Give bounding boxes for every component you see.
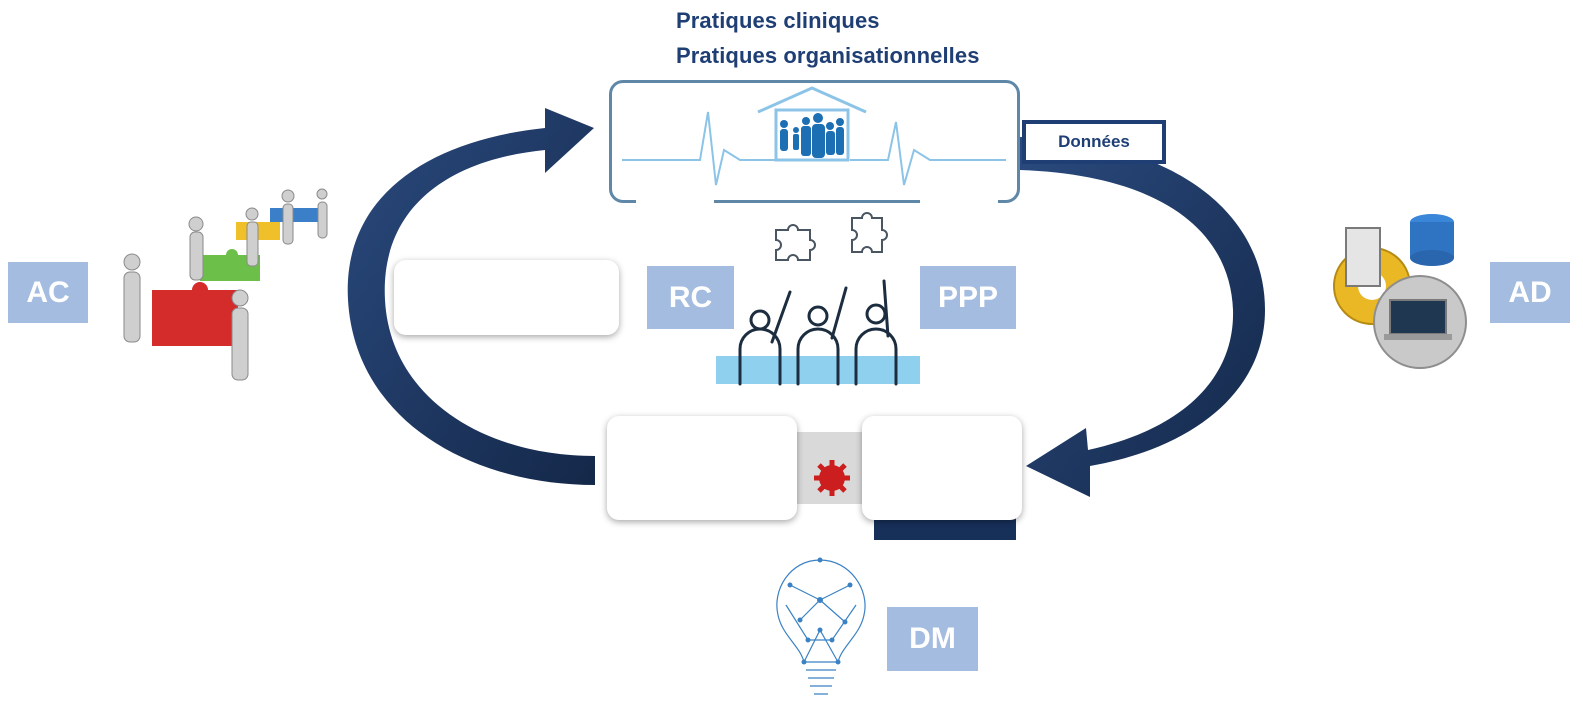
label-dm: DM bbox=[887, 607, 978, 671]
right-cycle-arrow bbox=[1020, 137, 1265, 497]
title-organizational-practices: Pratiques organisationnelles bbox=[676, 43, 980, 68]
empty-card-left bbox=[394, 260, 619, 335]
family-icon bbox=[780, 113, 844, 158]
left-cycle-arrow bbox=[347, 108, 595, 485]
donnees-box: Données bbox=[1022, 120, 1166, 164]
puzzle-piece-icon bbox=[851, 212, 888, 253]
empty-card-bottom-left bbox=[607, 416, 797, 520]
label-rc: RC bbox=[647, 266, 734, 329]
puzzle-piece-icon bbox=[775, 224, 816, 261]
empty-card-bottom-right bbox=[862, 416, 1022, 520]
label-ad: AD bbox=[1490, 262, 1570, 323]
title-clinical-practices: Pratiques cliniques bbox=[676, 8, 880, 33]
label-ppp: PPP bbox=[920, 266, 1016, 329]
label-ac: AC bbox=[8, 262, 88, 323]
